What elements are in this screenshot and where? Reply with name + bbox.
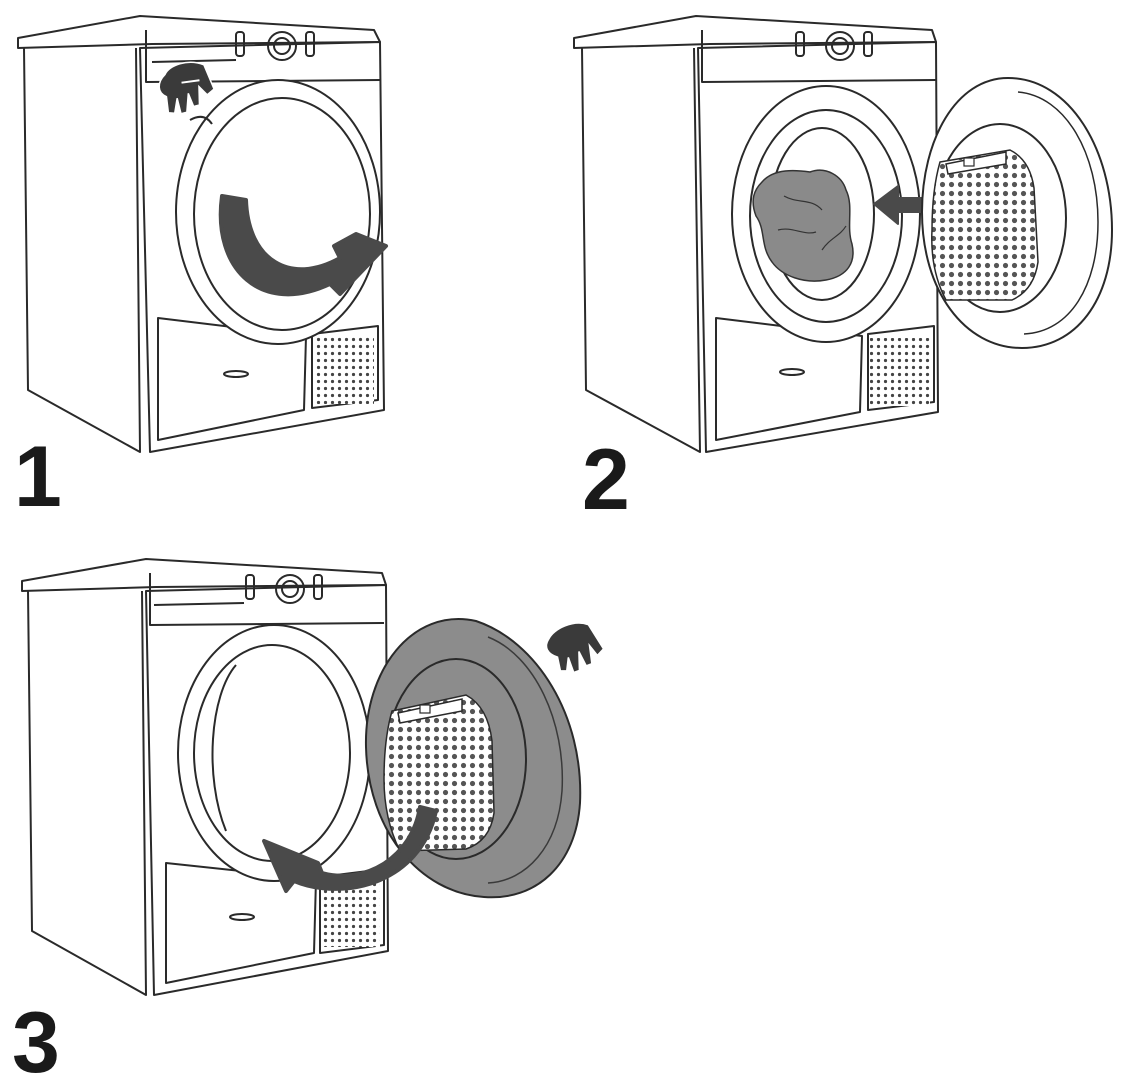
hand-icon <box>158 61 215 115</box>
step-number-3: 3 <box>12 995 60 1091</box>
dryer-body <box>21 558 389 996</box>
step-number-1: 1 <box>14 429 62 525</box>
step-2-panel: 2 <box>560 0 1140 528</box>
door <box>175 79 381 345</box>
dryer-illustration-3 <box>21 558 605 996</box>
laundry-icon <box>752 169 854 282</box>
step-number-2: 2 <box>582 432 630 528</box>
drum-opening <box>177 624 371 882</box>
dryer-body <box>573 15 939 453</box>
filter-icon <box>383 694 495 852</box>
curved-arrow-icon <box>218 194 388 297</box>
dryer-illustration-1 <box>17 15 388 453</box>
vent-grille <box>870 338 930 406</box>
curved-arrow-icon <box>262 805 438 893</box>
step-3-panel: 3 <box>0 545 620 1091</box>
filter-icon <box>931 149 1039 301</box>
open-door <box>920 76 1114 350</box>
step-1-panel: 1 <box>0 0 560 520</box>
hand-icon <box>545 622 605 674</box>
dryer-illustration-2 <box>573 15 1114 453</box>
vent-grille <box>314 336 374 404</box>
